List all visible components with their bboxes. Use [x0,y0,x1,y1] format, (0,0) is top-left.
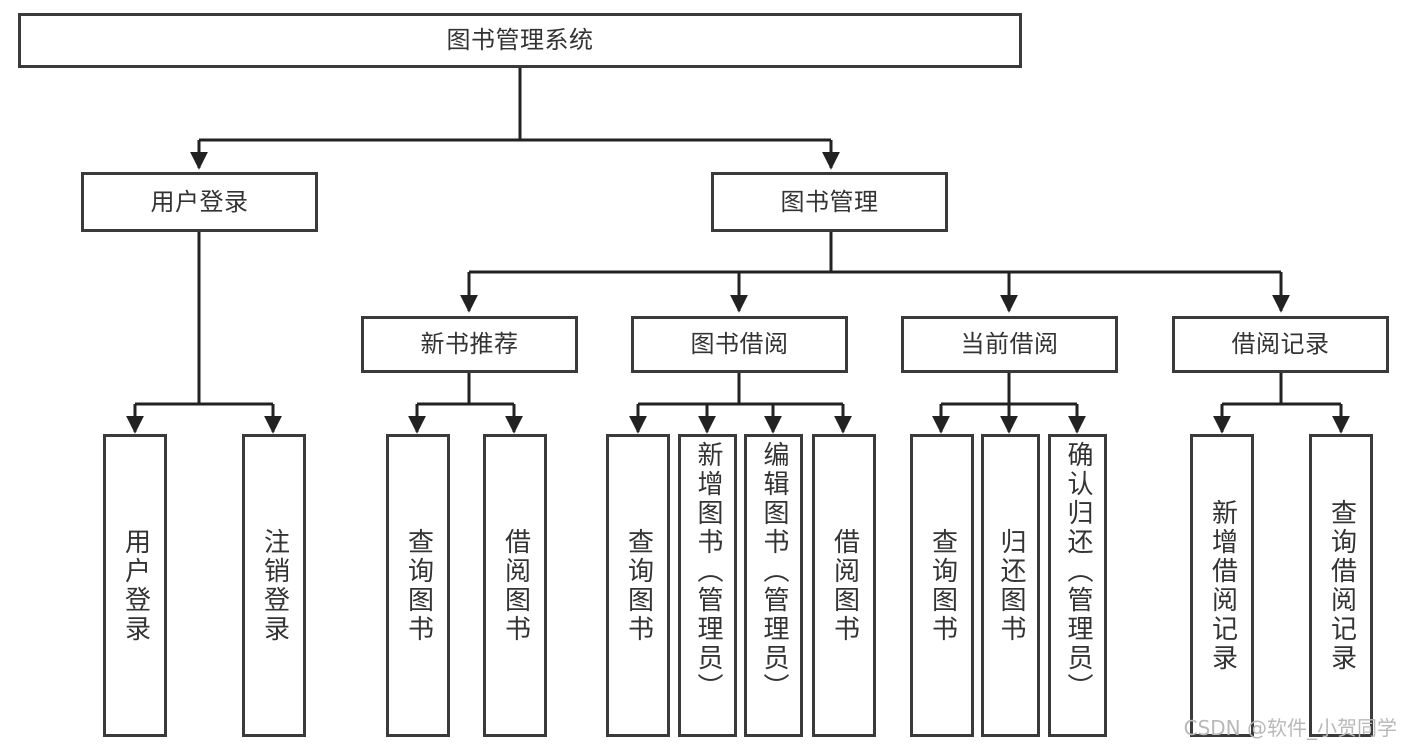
node-user-login[interactable]: 用户登录 [81,172,318,232]
node-book-borrow-label: 图书借阅 [690,330,789,359]
leaf-confirm-return-admin[interactable]: 确认归还（管理员） [1048,434,1107,737]
leaf-add-book-admin[interactable]: 新增图书（管理员） [678,434,737,737]
leaf-borrow-book-label: 借阅图书 [829,527,860,644]
leaf-add-borrow-record[interactable]: 新增借阅记录 [1190,434,1254,737]
leaf-edit-book-admin[interactable]: 编辑图书（管理员） [744,434,803,737]
leaf-query-book-borrow-label: 查询图书 [623,527,654,644]
leaf-user-login[interactable]: 用户登录 [103,434,167,737]
leaf-add-borrow-record-label: 新增借阅记录 [1207,498,1238,673]
node-new-book-recommend-label: 新书推荐 [420,330,519,359]
leaf-borrow-book[interactable]: 借阅图书 [812,434,876,737]
node-current-borrow[interactable]: 当前借阅 [901,316,1118,373]
leaf-borrow-book-recommend[interactable]: 借阅图书 [483,434,547,737]
node-current-borrow-label: 当前借阅 [960,330,1059,359]
leaf-return-book-label: 归还图书 [996,527,1027,644]
leaf-user-login-label: 用户登录 [120,527,151,644]
node-book-borrow[interactable]: 图书借阅 [631,316,848,373]
watermark-text: CSDN @软件_小贺同学 [1183,716,1397,740]
node-borrow-record-label: 借阅记录 [1231,330,1330,359]
node-root-label: 图书管理系统 [446,26,594,55]
leaf-borrow-book-recommend-label: 借阅图书 [500,527,531,644]
node-borrow-record[interactable]: 借阅记录 [1172,316,1389,373]
node-root[interactable]: 图书管理系统 [18,13,1022,68]
leaf-query-book-borrow[interactable]: 查询图书 [606,434,670,737]
leaf-edit-book-admin-label: 编辑图书（管理员） [759,441,790,702]
node-user-login-label: 用户登录 [150,187,249,216]
leaf-query-borrow-record-label: 查询借阅记录 [1326,498,1357,673]
leaf-return-book[interactable]: 归还图书 [981,434,1040,737]
leaf-query-book-current[interactable]: 查询图书 [910,434,974,737]
node-book-management-label: 图书管理 [780,187,879,216]
leaf-logout-label: 注销登录 [259,527,290,644]
leaf-confirm-return-admin-label: 确认归还（管理员） [1063,441,1094,702]
node-new-book-recommend[interactable]: 新书推荐 [361,316,578,373]
leaf-query-book-recommend[interactable]: 查询图书 [386,434,450,737]
leaf-add-book-admin-label: 新增图书（管理员） [693,441,724,702]
leaf-query-book-recommend-label: 查询图书 [403,527,434,644]
leaf-logout[interactable]: 注销登录 [242,434,306,737]
leaf-query-book-current-label: 查询图书 [927,527,958,644]
node-book-management[interactable]: 图书管理 [711,172,948,232]
leaf-query-borrow-record[interactable]: 查询借阅记录 [1309,434,1373,737]
